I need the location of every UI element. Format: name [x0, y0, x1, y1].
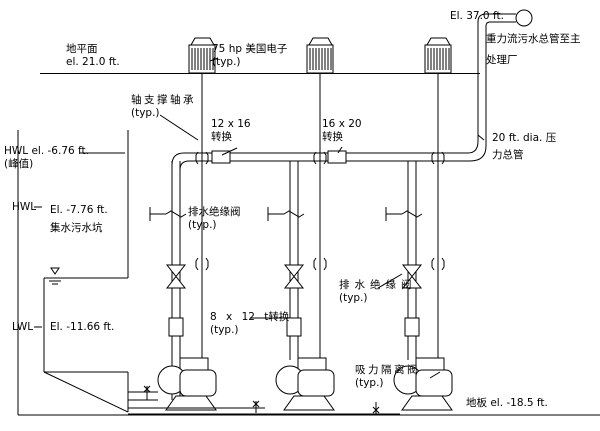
- hwl-peak-label: HWL el. -6.76 ft. (峰值): [4, 145, 89, 171]
- wet-well: [17, 130, 600, 416]
- drain-valve-left-note: (typ.): [188, 219, 217, 231]
- motor-3: [424, 37, 452, 74]
- motor-text: 75 hp 美国电子: [212, 43, 288, 55]
- ground-level-label: 地平面 el. 21.0 ft.: [66, 43, 120, 69]
- riser-1: [149, 161, 187, 360]
- pressure-header-pipe: [171, 9, 533, 400]
- suction-valve-label: 吸力隔离阀 (typ.): [355, 364, 420, 390]
- shaft-support-text: 轴支撑轴承: [131, 94, 196, 106]
- drain-valve-right-note: (typ.): [339, 292, 368, 304]
- suction-lines: [128, 385, 400, 415]
- drain-valve-left-label: 排水绝缘阀 (typ.): [188, 206, 241, 232]
- wet-well-text: 集水污水坑: [50, 222, 103, 234]
- hwl-peak-elevation: HWL el. -6.76 ft.: [4, 145, 89, 157]
- riser-2: [267, 161, 305, 360]
- gravity-main-label: 重力流污水总管至主 处理厂: [486, 29, 581, 71]
- hwl-elevation: El. -7.76 ft.: [50, 204, 108, 216]
- hwl-peak-note: (峰值): [4, 158, 34, 170]
- pump-2: [275, 357, 335, 411]
- gravity-main-line2: 处理厂: [486, 54, 518, 66]
- floor-label: 地板 el. -18.5 ft.: [466, 397, 548, 409]
- hwl-label: El. -7.76 ft. 集水污水坑: [50, 201, 108, 237]
- lwl-elevation: El. -11.66 ft.: [50, 321, 115, 333]
- pressure-main-line1: 20 ft. dia. 压: [492, 132, 557, 144]
- gravity-main-elevation: El. 37.0 ft.: [450, 10, 504, 22]
- hwl-tag: HWL: [12, 201, 37, 213]
- motor-2: [306, 37, 334, 74]
- drain-valve-left-text: 排水绝缘阀: [188, 206, 241, 218]
- transition-8x12-note: (typ.): [210, 324, 239, 336]
- shaft-bearings: [195, 151, 445, 271]
- pump-3: [393, 357, 453, 411]
- transition-12x16-text: 转换: [211, 131, 232, 143]
- transition-12x16-label: 12 x 16 转换: [211, 118, 251, 144]
- water-level-markers: [34, 206, 63, 328]
- drain-valve-right-label: 排水绝缘阀 (typ.): [339, 279, 417, 305]
- suction-valve-note: (typ.): [355, 377, 384, 389]
- pump-1: [157, 357, 217, 411]
- transition-16x20-text: 转换: [322, 131, 343, 143]
- leader-lines: [80, 57, 485, 379]
- transition-8x12-label: 8 x 12 t转换 (typ.): [210, 311, 289, 337]
- suction-valve-text: 吸力隔离阀: [355, 364, 420, 376]
- gravity-main-line1: 重力流污水总管至主: [486, 33, 581, 45]
- motor-note: (typ.): [212, 56, 241, 68]
- ground-level-elevation: el. 21.0 ft.: [66, 56, 120, 68]
- ground-level-text: 地平面: [66, 43, 98, 55]
- drain-valve-right-text: 排水绝缘阀: [339, 279, 417, 291]
- transition-16x20-label: 16 x 20 转换: [322, 118, 362, 144]
- lwl-tag: LWL: [12, 321, 34, 333]
- shaft-support-note: (typ.): [131, 107, 160, 119]
- transition-12x16-size: 12 x 16: [211, 118, 251, 130]
- riser-3: [385, 161, 423, 360]
- pressure-main-label: 20 ft. dia. 压 力总管: [492, 130, 556, 164]
- motor-label: 75 hp 美国电子 (typ.): [212, 43, 287, 69]
- transition-8x12-text: 8 x 12 t转换: [210, 311, 290, 323]
- pressure-main-line2: 力总管: [492, 149, 524, 161]
- transition-16x20-size: 16 x 20: [322, 118, 362, 130]
- shaft-support-label: 轴支撑轴承 (typ.): [131, 94, 196, 120]
